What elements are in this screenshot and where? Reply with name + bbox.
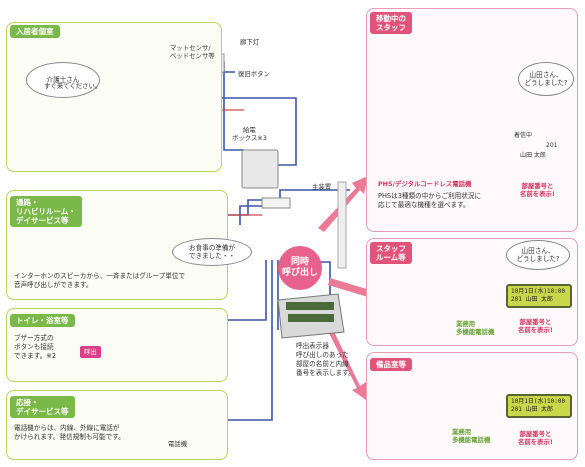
toilet-description: ブザー方式の ボタンも接続 できます。※2 — [14, 334, 57, 360]
mobile-staff-panel — [366, 8, 578, 232]
reception-phone-label: 電話機 — [168, 440, 188, 448]
main-unit-label: 主装置 — [312, 183, 332, 191]
phone-screen-room: 201 — [546, 142, 558, 149]
simultaneous-call-line-2: 呼び出し — [281, 268, 318, 278]
reception-title: 応接・ デイサービス等 — [10, 396, 75, 418]
phone-screen-name: 山田 太郎 — [520, 152, 546, 159]
reception-description: 電話機からは、内線、外線に電話が かけられます。発信規制も可能です。 — [14, 424, 125, 441]
power-box-device — [241, 149, 279, 189]
mat-sensor-label: マットセンサ/ ベッドセンサ等 — [170, 44, 215, 60]
simultaneous-call-badge: 同時 呼び出し — [278, 246, 322, 290]
power-box-label: 給電 ボックス※3 — [232, 126, 267, 142]
staff-room-device-label: 業務用 多機能電話機 — [456, 320, 495, 336]
toilet-call-button[interactable]: 呼出 — [80, 346, 101, 358]
storage-device-label: 業務用 多機能電話機 — [452, 428, 491, 444]
resident-speech-bubble: 介護士さん — [26, 62, 100, 98]
call-display-device — [277, 293, 345, 339]
corridor-title: 通路・ リハビリルーム・ デイサービス等 — [10, 196, 82, 227]
mobile-staff-title: 移動中の スタッフ — [370, 12, 412, 34]
mobile-device-description: PHSは3種類の中からご利用状況に 応じて最適な機種を選べます。 — [378, 192, 482, 209]
staff-room-speech-bubble: 山田さん、 どうしました? — [506, 240, 570, 270]
resident-room-title: 入居者個室 — [10, 25, 60, 38]
main-unit-device — [337, 181, 347, 269]
mobile-device-title: PHS/デジタルコードレス電話機 — [378, 180, 472, 188]
resident-speech-line-1: 介護士さん — [46, 75, 80, 84]
storage-title: 備品室等 — [370, 358, 412, 371]
simultaneous-call-line-1: 同時 — [290, 257, 309, 267]
staff-room-lcd: 10月1日(水)10:00 201 山田 太郎 — [506, 284, 572, 308]
resident-speech-line-2: すぐ来てください。 — [44, 82, 102, 90]
toilet-title: トイレ・浴室等 — [10, 314, 75, 327]
corridor-speech-bubble: お食事の準備が できました・・ — [172, 238, 252, 266]
mobile-staff-speech-bubble: 山田さん、 どうしました? — [518, 62, 574, 96]
reset-button-label: 復旧ボタン — [238, 70, 270, 78]
staff-room-display-note: 部屋番号と 名前を表示! — [518, 318, 553, 334]
resident-room-panel — [6, 22, 222, 172]
call-display-description: 呼出表示器 呼び出しのあった 部屋の名前と内線 番号を表示します。 — [296, 342, 355, 377]
storage-display-note: 部屋番号と 名前を表示! — [518, 430, 553, 446]
hall-light-label: 廊下灯 — [240, 38, 260, 46]
mobile-display-note: 部屋番号と 名前を表示! — [520, 182, 555, 198]
staff-room-title: スタッフ ルーム等 — [370, 242, 412, 264]
corridor-description: インターホンのスピーカから、一斉またはグループ単位で 音声呼び出しができます。 — [14, 272, 186, 289]
storage-lcd: 10月1日(水)10:00 201 山田 太郎 — [506, 394, 572, 418]
phone-screen-header: 着信中 — [514, 132, 533, 139]
